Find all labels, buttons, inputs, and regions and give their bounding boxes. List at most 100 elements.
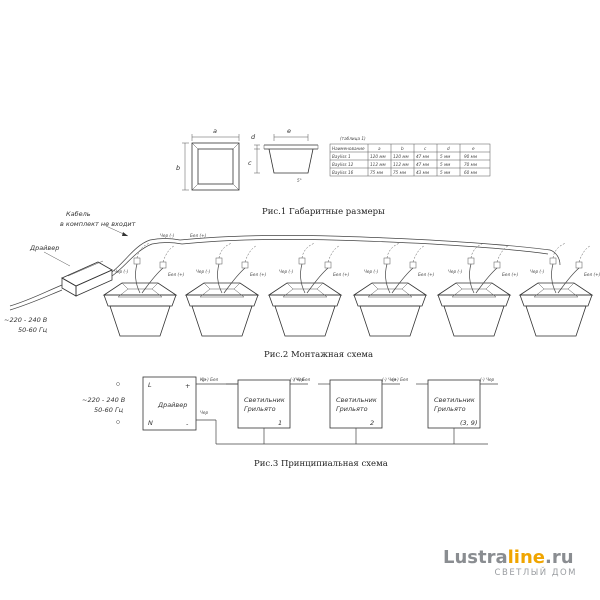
fixture-subname: Грильято: [336, 405, 368, 413]
pos-label: Бел (+): [250, 272, 267, 277]
logo-brand: Lustraline.ru: [443, 548, 583, 568]
table-cell: 47 мм: [416, 162, 429, 167]
driver-minus: -: [186, 420, 189, 428]
connector-icon: [383, 257, 391, 265]
mains-voltage: ~220 - 240 В: [4, 316, 48, 324]
neg-label: Чер (-): [279, 269, 294, 274]
connector-icon: [467, 257, 475, 265]
logo-brand-main: Lustra: [443, 547, 508, 568]
pos-label: Бел (+): [168, 272, 185, 277]
fixture-1: Чер (-) Бел (+): [102, 242, 185, 337]
wire-neg-label: (-) Чер: [382, 377, 397, 382]
table-cell: 75 мм: [370, 170, 383, 175]
driver-L: L: [148, 381, 152, 389]
connector-icon: [493, 261, 501, 269]
pos-label: Бел (+): [502, 272, 519, 277]
dim-b-label: b: [176, 164, 180, 172]
fig1-dimensions: a b e d c 5°: [176, 127, 491, 217]
driver-N: N: [148, 419, 153, 427]
table-cell: 90 мм: [464, 154, 477, 159]
neg-label: Чер (-): [530, 269, 545, 274]
wire-pos-label: (+) Бел: [202, 377, 219, 382]
wire-neg-label: (-) Чер: [290, 377, 305, 382]
cable-label-note: в комплект не входит: [60, 220, 136, 228]
schematic-mains-frequency: 50-60 Гц: [94, 406, 124, 414]
fixture-name: Светильник: [244, 396, 285, 404]
logo-brand-accent: line: [507, 547, 546, 568]
table-header-5: e: [472, 146, 475, 151]
table-cell: 5 мм: [440, 154, 450, 159]
fixture-4: Чер (-) Бел (+): [352, 242, 435, 337]
table-cell: 60 мм: [464, 170, 477, 175]
table-header-2: b: [401, 146, 404, 151]
connector-icon: [575, 261, 583, 269]
fig1-caption: Рис.1 Габаритные размеры: [262, 206, 385, 217]
wire-pos-label: (+) Бел: [294, 377, 311, 382]
table-cell: 5 мм: [440, 162, 450, 167]
neg-label: Чер (-): [114, 269, 129, 274]
table-cell: 43 мм: [416, 170, 429, 175]
connector-icon: [159, 261, 167, 269]
lustraline-logo: Lustraline.ru СВЕТЛЫЙ ДОМ: [443, 548, 583, 579]
table-cell: 120 мм: [393, 154, 409, 159]
pos-label: Бел (+): [418, 272, 435, 277]
table-header-3: c: [424, 146, 427, 151]
driver-box: [61, 260, 113, 297]
connector-icon: [324, 261, 332, 269]
driver-plus: +: [185, 382, 190, 390]
schematic-driver-name: Драйвер: [157, 401, 187, 409]
fig2-mounting: Кабель в комплект не входит Драйвер ~220…: [4, 210, 600, 360]
table-cell: 120 мм: [370, 154, 386, 159]
neg-label: Чер (-): [448, 269, 463, 274]
table-header-1: a: [378, 146, 381, 151]
connector-icon: [133, 257, 141, 265]
fixture-2: Чер (-) Бел (+): [184, 242, 267, 337]
terminal-icon: [116, 420, 120, 424]
fixture-top-view: a b: [176, 127, 240, 191]
fixture-5: Чер (-) Бел (+): [436, 242, 519, 337]
fig3-caption: Рис.3 Принципиальная схема: [254, 459, 388, 469]
pos-label: Бел (+): [190, 233, 207, 238]
wire-neg-label: (-) Чер: [480, 377, 495, 382]
fixture-3: Чер (-) Бел (+): [267, 242, 350, 337]
table-header-0: Наименование: [332, 146, 365, 151]
terminal-icon: [116, 382, 120, 386]
fixture-row: Чер (-) Бел (+) Чер (-) Бел (+) Чер (-) Бел (…: [102, 233, 600, 337]
connector-icon: [409, 261, 417, 269]
table-cell: Bayliss 16: [332, 170, 354, 175]
connector-icon: [298, 257, 306, 265]
fig2-caption: Рис.2 Монтажная схема: [264, 350, 373, 360]
fixture-subname: Грильято: [244, 405, 276, 413]
pos-label: Бел (+): [333, 272, 350, 277]
table-title: (таблица 1): [340, 136, 366, 141]
table-header-4: d: [447, 146, 450, 151]
fixture-name: Светильник: [336, 396, 377, 404]
logo-slogan: СВЕТЛЫЙ ДОМ: [494, 568, 577, 578]
out-minus-label: Чер: [200, 410, 208, 415]
schematic-mains-voltage: ~220 - 240 В: [82, 396, 126, 404]
out-plus-label: Кр: [200, 377, 206, 382]
neg-label: Чер (-): [160, 233, 175, 238]
neg-label: Чер (-): [364, 269, 379, 274]
dim-c-label: c: [248, 159, 252, 167]
dimensions-table: (таблица 1) Наименование a b c d e Bayli…: [329, 136, 491, 177]
table-cell: 112 мм: [393, 162, 409, 167]
table-cell: 47 мм: [416, 154, 429, 159]
driver-cable-labels: Чер (-) Бел (+): [160, 233, 207, 238]
fixture-name: Светильник: [434, 396, 475, 404]
neg-label: Чер (-): [196, 269, 211, 274]
table-cell: 70 мм: [464, 162, 477, 167]
fixture-number: (3, 9): [460, 419, 477, 427]
angle-label: 5°: [297, 178, 302, 183]
pos-label: Бел (+): [584, 272, 600, 277]
schematic-driver-box: [142, 376, 197, 431]
table-cell: Bayliss 12: [332, 162, 354, 167]
connector-icon: [215, 257, 223, 265]
cable-label: Кабель: [66, 210, 91, 218]
fig3-schematic: ~220 - 240 В 50-60 Гц L N + - Драйвер Кр…: [82, 376, 498, 469]
wire-pos-label: (+) Бел: [392, 377, 409, 382]
